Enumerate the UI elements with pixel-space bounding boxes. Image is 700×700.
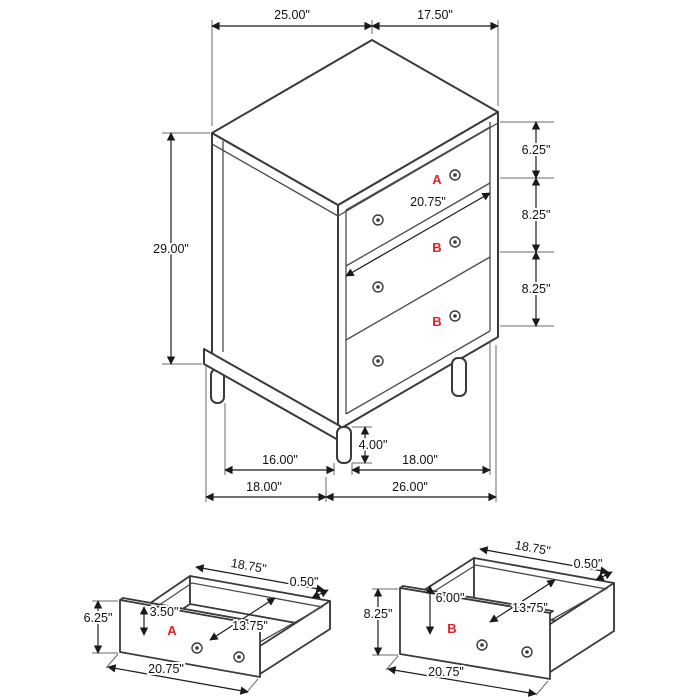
- top-slab-edge-side: [211, 143, 339, 217]
- dim-b-interior-depth-text: 13.75": [512, 601, 548, 615]
- dim-b-front-height-text: 8.25": [364, 607, 393, 621]
- drawer-c-knob-left-icon: [372, 355, 384, 367]
- dim-drawer-a-front-text: 6.25": [522, 143, 551, 157]
- dim-a-interior-depth-text: 13.75": [232, 619, 268, 633]
- drawer-a-knob-right-icon: [449, 169, 461, 181]
- dim-b-overall-width-text: 20.75": [428, 665, 464, 679]
- main-dimensions: 25.00" 17.50" 29.00" 6.25" 8.25" 8.25" A…: [151, 6, 554, 502]
- dim-base-right-text: 18.00": [402, 453, 438, 467]
- dim-top-depth-text: 17.50": [417, 8, 453, 22]
- drawer-b-dimensions: 6.00" 18.75" 0.50" 13.75" 8.25" 20.75": [362, 536, 613, 697]
- drawer-b-detail-view: B 6.00" 18.75" 0.50" 13.75" 8.25" 20.75": [362, 536, 615, 697]
- drawer-a-detail-label: A: [167, 623, 177, 638]
- dim-a-wall-thickness-text: 0.50": [290, 575, 319, 589]
- drawer-a-label: A: [432, 172, 442, 187]
- ext-b-width-left: [385, 655, 399, 671]
- drawer-b-knob-right-icon: [521, 646, 533, 658]
- dim-a-interior-depth-line: [209, 597, 276, 641]
- dim-top-width-text: 25.00": [274, 8, 310, 22]
- dim-drawer-width-line: [345, 192, 491, 277]
- drawer-a-dimensions: 3.50" 18.75" 0.50" 13.75" 6.25" 20.75": [82, 554, 329, 695]
- chest-top-face: [211, 39, 499, 206]
- dim-a-front-height-text: 6.25": [84, 611, 113, 625]
- dim-base-left-text: 16.00": [262, 453, 298, 467]
- drawer-c-bottom-line: [345, 330, 491, 415]
- dim-b-interior-width-line: [479, 546, 609, 575]
- drawer-b-label: B: [432, 240, 441, 255]
- chest-body: [203, 39, 499, 464]
- front-right-leg: [451, 357, 467, 397]
- dim-drawer-c-front-text: 8.25": [522, 282, 551, 296]
- drawer-b-detail-label: B: [447, 621, 456, 636]
- dim-leg-height-text: 4.00": [359, 438, 388, 452]
- dim-overall-depth-text: 18.00": [246, 480, 282, 494]
- dim-b-interior-width-text: 18.75": [514, 538, 552, 558]
- dim-b-back-height-text: 6.00": [436, 591, 465, 605]
- drawer-c-knob-right-icon: [449, 310, 461, 322]
- dim-b-wall-thickness-line: [595, 571, 613, 581]
- dim-a-overall-width-line: [107, 664, 249, 695]
- ext-a-width-left: [105, 653, 119, 669]
- drawer-b-knob-left-icon: [476, 639, 488, 651]
- dim-a-wall-thickness-line: [311, 589, 329, 599]
- dim-drawer-width-text: 20.75": [410, 195, 446, 209]
- drawer-a-knob-right-icon: [233, 651, 245, 663]
- drawer-b-box: B: [399, 557, 615, 680]
- main-isometric-view: 25.00" 17.50" 29.00" 6.25" 8.25" 8.25" A…: [151, 6, 554, 502]
- dim-a-interior-width-text: 18.75": [230, 556, 268, 576]
- drawer-a-knob-left-icon: [372, 214, 384, 226]
- drawer-c-label: B: [432, 314, 441, 329]
- dim-overall-width-text: 26.00": [392, 480, 428, 494]
- ext-a-width-right: [245, 678, 259, 694]
- drawer-a-knob-left-icon: [191, 642, 203, 654]
- dim-drawer-b-front-text: 8.25": [522, 208, 551, 222]
- dim-height-text: 29.00": [153, 242, 189, 256]
- dim-a-overall-width-text: 20.75": [148, 662, 184, 676]
- drawer-a-inner-rim: [130, 582, 324, 643]
- ext-b-width-right: [535, 680, 549, 696]
- drawer-b-knob-right-icon: [449, 236, 461, 248]
- drawer-a-detail-view: A 3.50" 18.75" 0.50" 13.75" 6.25" 20.75": [82, 554, 331, 695]
- dim-a-interior-width-line: [195, 564, 325, 593]
- dim-b-wall-thickness-text: 0.50": [574, 557, 603, 571]
- drawer-b-knob-left-icon: [372, 281, 384, 293]
- front-left-leg: [336, 426, 352, 464]
- drawer-b-inner-rim: [410, 564, 608, 625]
- dim-b-interior-depth-line: [489, 579, 556, 623]
- dim-b-overall-width-line: [387, 666, 537, 697]
- dim-a-back-height-text: 3.50": [150, 605, 179, 619]
